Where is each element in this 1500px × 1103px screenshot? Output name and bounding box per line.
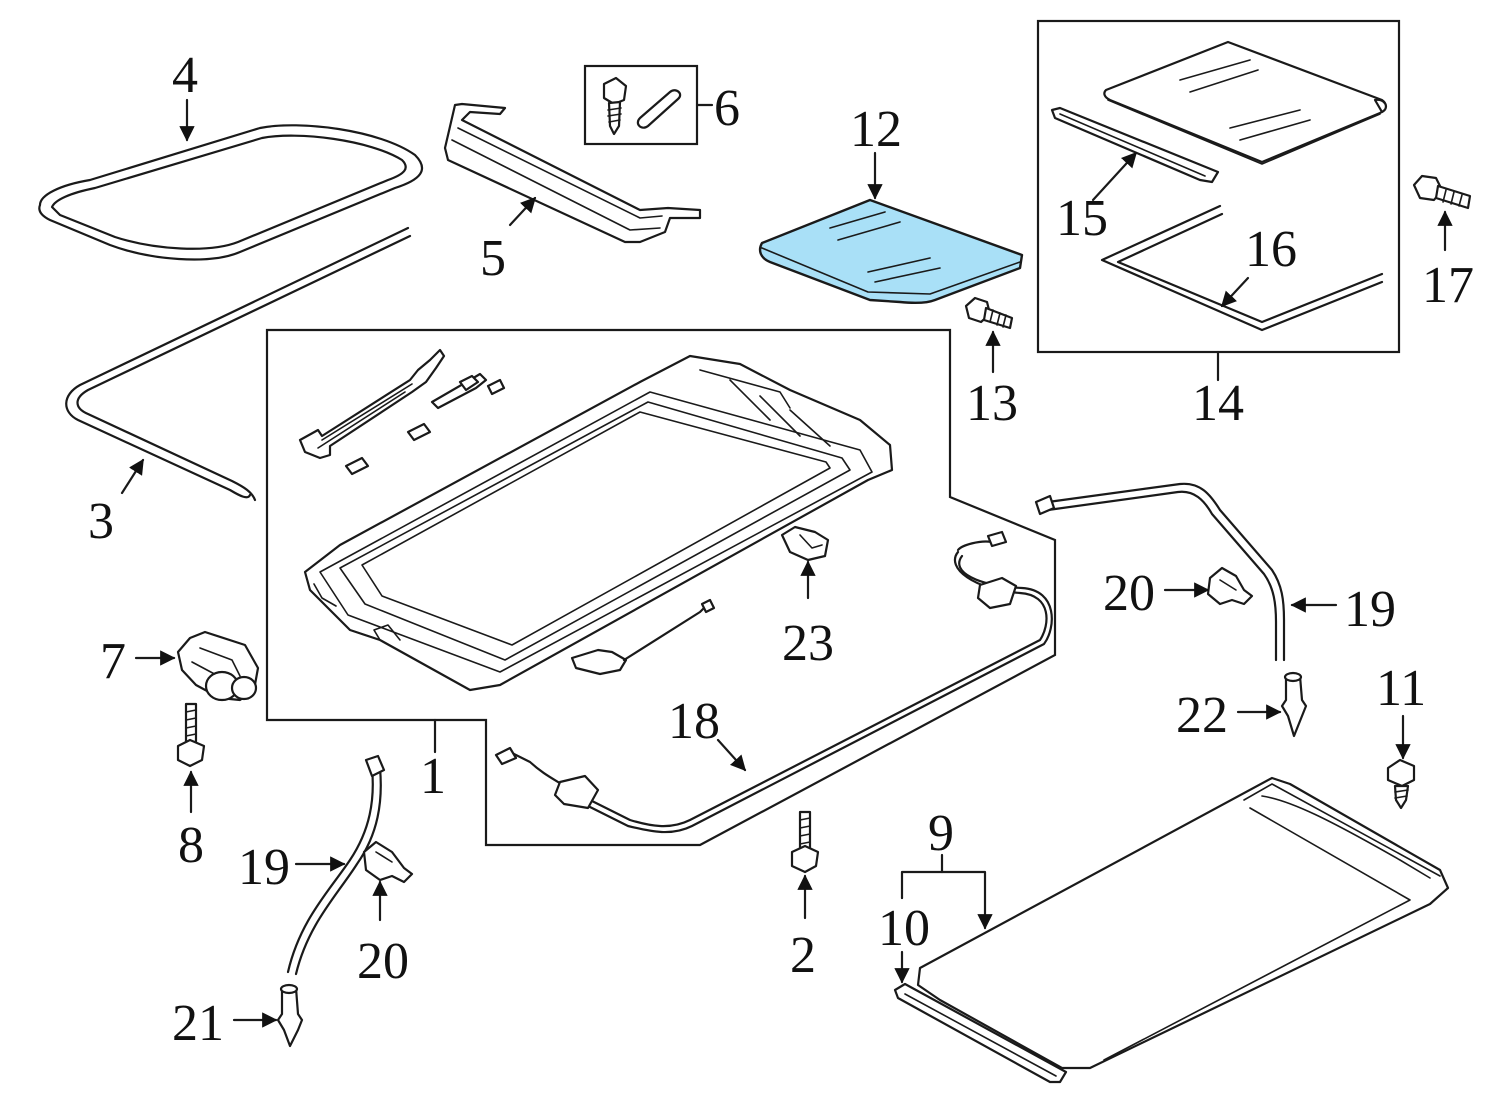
- part-16-seal[interactable]: [1100, 204, 1384, 332]
- part-12-glass-panel[interactable]: [758, 198, 1024, 305]
- part-18-wire-harness[interactable]: [494, 530, 1053, 834]
- part-19-drain-tube-left[interactable]: [286, 754, 386, 976]
- part-1-drive-components[interactable]: [298, 348, 506, 476]
- part-1-small-harness[interactable]: [570, 598, 716, 676]
- callout-5: 5: [480, 230, 506, 287]
- part-23-clip[interactable]: [780, 525, 830, 562]
- part-6-hardware-box[interactable]: [583, 64, 714, 146]
- part-2-bolt[interactable]: [790, 810, 820, 874]
- part-15-seal[interactable]: [1050, 106, 1220, 184]
- part-13-bolt[interactable]: [964, 296, 1014, 330]
- callout-labels: 4 3 5 6 12 13 14 15 16 17 1 18 23 7 8 2 …: [88, 47, 1474, 1052]
- callout-8: 8: [178, 817, 204, 874]
- part-3-seal-strip[interactable]: [65, 226, 412, 502]
- part-20-clip-left[interactable]: [362, 840, 414, 884]
- part-5-wind-deflector[interactable]: [443, 102, 702, 244]
- callout-23: 23: [782, 615, 834, 672]
- callout-20-left: 20: [357, 933, 409, 990]
- callout-22: 22: [1176, 687, 1228, 744]
- callout-14: 14: [1192, 375, 1244, 432]
- callout-3: 3: [88, 493, 114, 550]
- callout-4: 4: [172, 47, 198, 104]
- callout-1: 1: [420, 748, 446, 805]
- callout-7: 7: [100, 633, 126, 690]
- callout-15: 15: [1056, 190, 1108, 247]
- leader-lines: [120, 98, 1453, 1028]
- part-4-seal[interactable]: [38, 124, 423, 261]
- callout-12: 12: [850, 101, 902, 158]
- callout-19-left: 19: [238, 839, 290, 896]
- callout-2: 2: [790, 927, 816, 984]
- part-8-bolt[interactable]: [176, 702, 206, 768]
- callout-6: 6: [714, 80, 740, 137]
- part-20-clip-right[interactable]: [1206, 566, 1254, 606]
- part-9-sunshade[interactable]: [916, 776, 1450, 1070]
- callout-21: 21: [172, 995, 224, 1052]
- callout-19-right: 19: [1344, 581, 1396, 638]
- part-1-sunroof-frame[interactable]: [303, 354, 894, 692]
- part-21-drain-valve[interactable]: [276, 983, 304, 1048]
- part-19-drain-tube-right[interactable]: [1034, 482, 1286, 662]
- part-17-bolt[interactable]: [1412, 174, 1472, 210]
- part-10-sunshade-bar[interactable]: [893, 982, 1068, 1084]
- callout-20-right: 20: [1103, 565, 1155, 622]
- callout-17: 17: [1422, 257, 1474, 314]
- part-1-frame-box: [265, 328, 1057, 847]
- callout-11: 11: [1376, 660, 1426, 717]
- part-7-motor[interactable]: [176, 630, 260, 702]
- callout-16: 16: [1245, 221, 1297, 278]
- part-11-bolt[interactable]: [1386, 758, 1416, 810]
- callout-10: 10: [878, 900, 930, 957]
- callout-9: 9: [928, 805, 954, 862]
- callout-13: 13: [966, 375, 1018, 432]
- part-14-glass-assembly-box[interactable]: [1036, 19, 1401, 354]
- part-22-drain-valve[interactable]: [1280, 671, 1308, 738]
- callout-18: 18: [668, 693, 720, 750]
